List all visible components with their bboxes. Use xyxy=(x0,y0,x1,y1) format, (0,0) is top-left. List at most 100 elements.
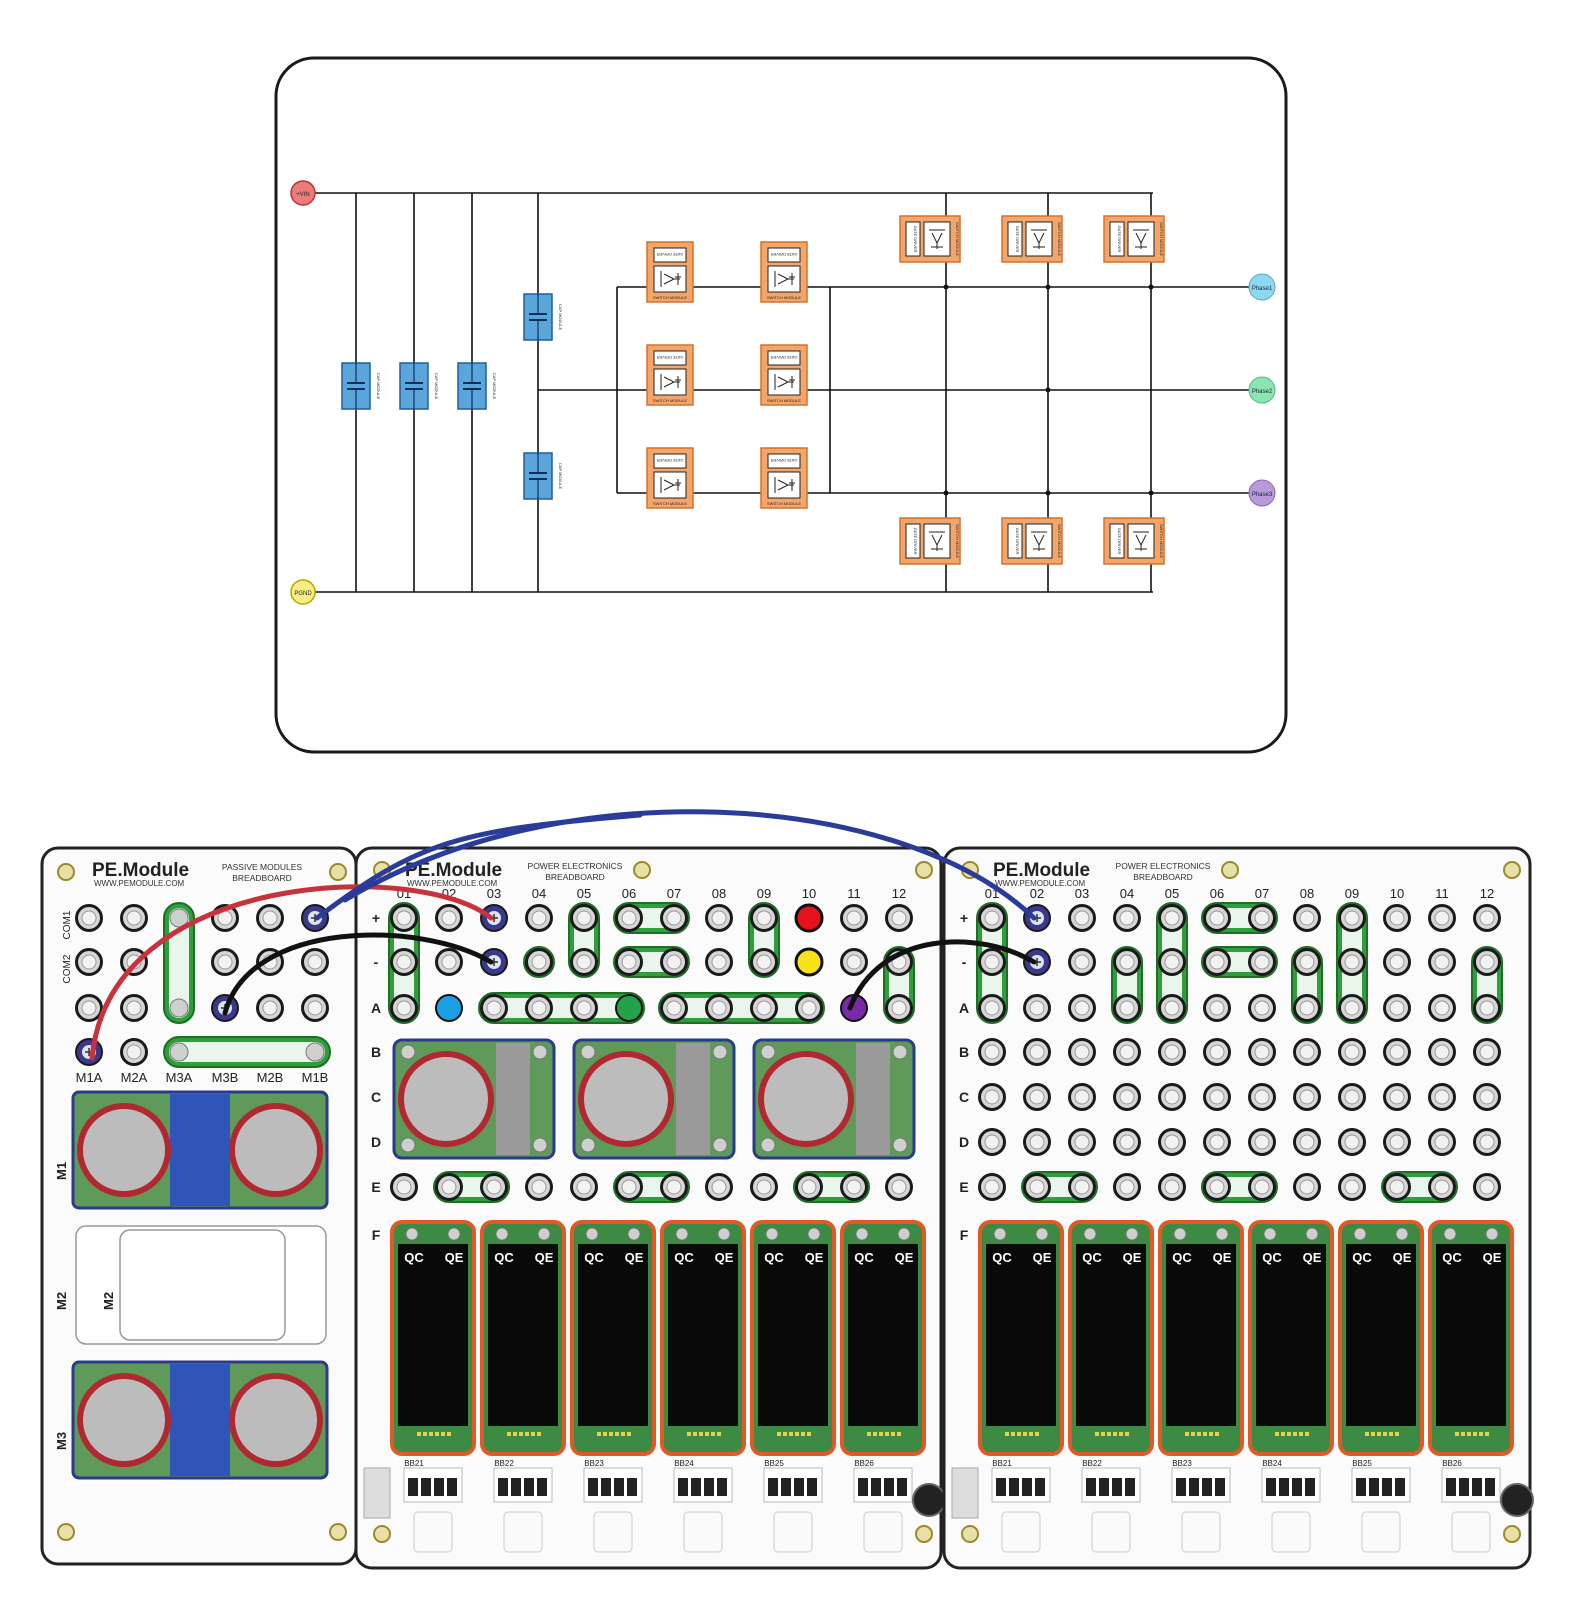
breadboard-hole xyxy=(1023,1083,1051,1111)
terminal-phase3-label: Phase3 xyxy=(1252,492,1273,498)
breadboard-hole xyxy=(435,904,463,932)
breadboard-hole xyxy=(615,948,643,976)
breadboard-hole xyxy=(795,1173,823,1201)
hardware-illustration: PE.Module WWW.PEMODULE.COM PASSIVE MODUL… xyxy=(40,809,1534,1570)
breadboard-hole xyxy=(570,994,598,1022)
breadboard-hole xyxy=(1383,1173,1411,1201)
breadboard-hole xyxy=(615,1173,643,1201)
gate-driver-label: GATE DRIVER xyxy=(913,528,918,555)
qe-label: QE xyxy=(1033,1250,1052,1265)
passive-left-mount xyxy=(57,863,347,1541)
terminal-phase1-label: Phase1 xyxy=(1252,286,1273,292)
label-m3a: M3A xyxy=(166,1070,193,1085)
capacitor-module xyxy=(752,1038,916,1160)
breadboard-hole xyxy=(480,1173,508,1201)
switch-module-label: SWITCH MODULE xyxy=(767,398,801,403)
breadboard-hole xyxy=(705,904,733,932)
cap-module: CAP MODULE xyxy=(523,293,563,341)
terminal-vin-label: +VIN xyxy=(296,192,310,198)
passive-row-label-com1: COM1 xyxy=(62,910,73,939)
qe-label: QE xyxy=(535,1250,554,1265)
breadboard-hole xyxy=(978,948,1006,976)
breadboard-hole xyxy=(1428,904,1456,932)
row-label: - xyxy=(374,954,379,970)
qe-label: QE xyxy=(805,1250,824,1265)
bb-connector: BB25 xyxy=(1351,1459,1411,1553)
row-label: B xyxy=(959,1044,969,1060)
breadboard-hole xyxy=(1068,1038,1096,1066)
column-label: 05 xyxy=(577,886,591,901)
breadboard-hole xyxy=(1428,1128,1456,1156)
breadboard-hole xyxy=(1113,1128,1141,1156)
capacitor-module xyxy=(572,1038,736,1160)
breadboard-hole xyxy=(750,904,778,932)
power2-url: WWW.PEMODULE.COM xyxy=(995,879,1086,888)
breadboard-hole xyxy=(211,948,239,976)
breadboard-hole xyxy=(885,994,913,1022)
breadboard-hole xyxy=(390,1173,418,1201)
passive-subtitle-line1: PASSIVE MODULES xyxy=(222,862,302,872)
bb-label: BB22 xyxy=(494,1459,514,1468)
yellow-terminal xyxy=(794,947,824,977)
breadboard-hole xyxy=(256,904,284,932)
dc-jack xyxy=(951,1467,979,1519)
column-label: 12 xyxy=(892,886,906,901)
column-label: 11 xyxy=(847,886,861,901)
column-label: 09 xyxy=(757,886,771,901)
row-label: B xyxy=(371,1044,381,1060)
qc-label: QC xyxy=(1262,1250,1282,1265)
cap-module-label: CAP MODULE xyxy=(558,463,563,490)
phase1-terminal xyxy=(435,994,463,1022)
breadboard-hole xyxy=(1158,1038,1186,1066)
qc-label: QC xyxy=(992,1250,1012,1265)
row-label: D xyxy=(371,1134,381,1150)
dc-jack xyxy=(363,1467,391,1519)
bb-label: BB24 xyxy=(1262,1459,1282,1468)
breadboard-hole xyxy=(1248,1128,1276,1156)
breadboard-hole xyxy=(1113,1038,1141,1066)
breadboard-hole xyxy=(615,904,643,932)
breadboard-hole xyxy=(1428,948,1456,976)
breadboard-hole xyxy=(840,904,868,932)
breadboard-hole xyxy=(885,904,913,932)
row-label: D xyxy=(959,1134,969,1150)
breadboard-hole xyxy=(570,904,598,932)
breadboard-hole xyxy=(750,948,778,976)
breadboard-hole xyxy=(1068,904,1096,932)
power-breadboard-2: PE.Module WWW.PEMODULE.COM POWER ELECTRO… xyxy=(942,846,1534,1570)
schematic-wires xyxy=(312,192,1250,593)
breadboard-hole xyxy=(1293,994,1321,1022)
jumper-wires xyxy=(89,809,1037,1061)
cap-module-label: CAP MODULE xyxy=(492,373,497,400)
bb-label: BB21 xyxy=(992,1459,1012,1468)
wire-black-right xyxy=(847,939,1037,1011)
breadboard-hole xyxy=(1203,948,1231,976)
green-jumper-pad xyxy=(163,1036,331,1068)
passive-bottom-labels: M1A M2A M3A M3B M2B M1B xyxy=(76,1070,329,1085)
qe-label: QE xyxy=(715,1250,734,1265)
breadboard-hole xyxy=(480,994,508,1022)
column-label: 04 xyxy=(532,886,546,901)
breadboard-hole xyxy=(1248,1083,1276,1111)
column-label: 06 xyxy=(1210,886,1224,901)
cap-module: CAP MODULE xyxy=(457,362,497,410)
cap-module-label: CAP MODULE xyxy=(558,304,563,331)
breadboard-hole xyxy=(256,994,284,1022)
label-m3b: M3B xyxy=(212,1070,239,1085)
breadboard-hole xyxy=(1068,1083,1096,1111)
bb-connector: BB24 xyxy=(1261,1459,1321,1553)
qc-label: QC xyxy=(1442,1250,1462,1265)
breadboard-hole xyxy=(1203,1083,1231,1111)
breadboard-hole xyxy=(1158,1128,1186,1156)
breadboard-hole xyxy=(1293,1128,1321,1156)
mount-hole xyxy=(373,1525,391,1543)
